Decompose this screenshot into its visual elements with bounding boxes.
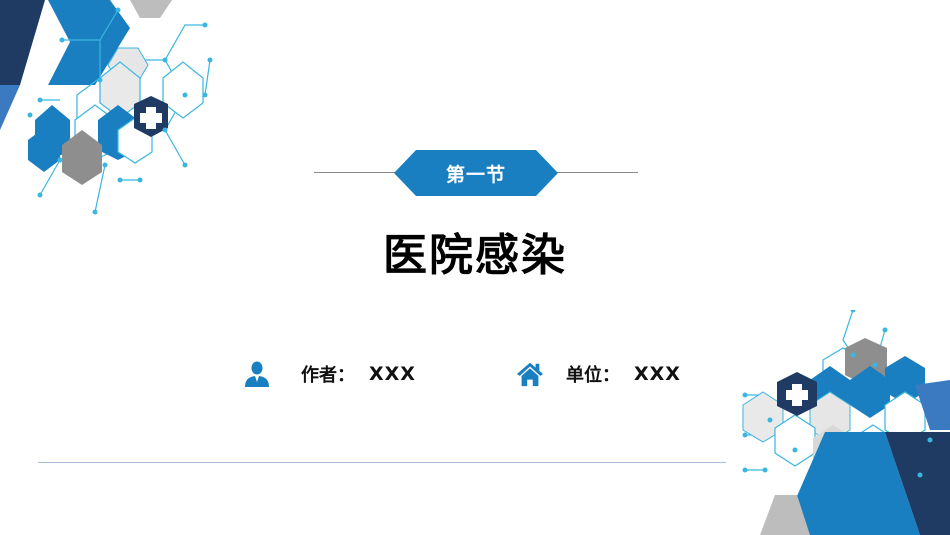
section-badge: 第一节 xyxy=(394,150,558,196)
author-label: 作者： xyxy=(301,365,355,386)
home-icon xyxy=(516,362,544,387)
unit-info: 单位： XXX xyxy=(516,358,681,390)
hexagon-decoration-top-left xyxy=(0,0,213,215)
person-icon xyxy=(245,361,269,387)
author-info: 作者： XXX xyxy=(243,358,416,390)
unit-label: 单位： xyxy=(566,365,620,386)
hexagon-decoration-bottom-right xyxy=(742,310,950,535)
unit-value: XXX xyxy=(634,363,681,385)
page-title: 医院感染 xyxy=(383,230,567,281)
bottom-divider-line xyxy=(38,462,726,463)
author-value: XXX xyxy=(369,363,416,385)
